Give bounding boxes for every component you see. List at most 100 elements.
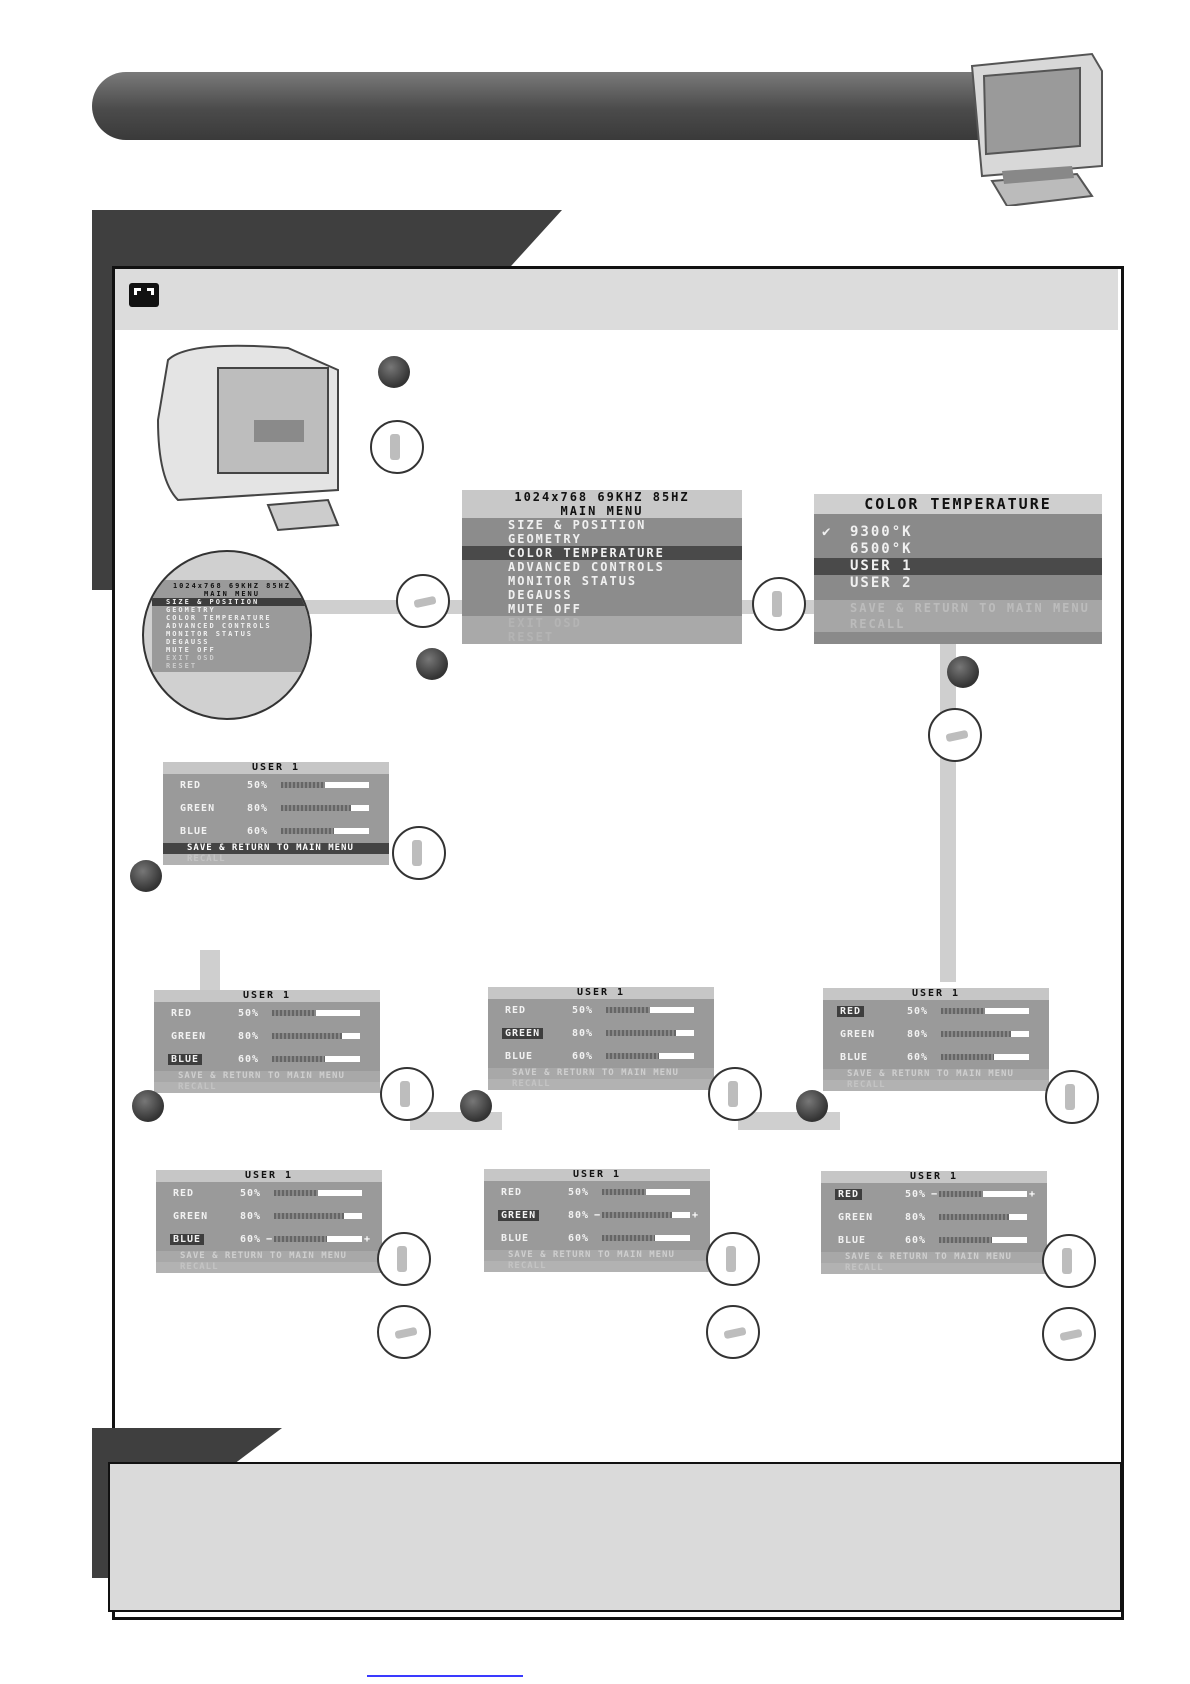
ok-button-press-icon — [377, 1232, 431, 1286]
ct-save[interactable]: SAVE & RETURN TO MAIN MENU — [814, 600, 1102, 616]
red-bar-fill — [939, 1191, 983, 1197]
blue-label: BLUE — [840, 1052, 869, 1063]
menu-item-color-temperature[interactable]: COLOR TEMPERATURE — [462, 546, 742, 560]
green-bar — [939, 1214, 1027, 1220]
down-button-icon — [396, 574, 450, 628]
user-save-button[interactable]: SAVE & RETURN TO MAIN MENU — [156, 1251, 382, 1262]
user-recall-button[interactable]: RECALL — [156, 1262, 382, 1273]
green-bar-fill — [272, 1033, 343, 1039]
blue-percent: 60% — [907, 1052, 929, 1063]
blue-label: BLUE — [838, 1235, 867, 1246]
red-bar[interactable] — [939, 1191, 1027, 1197]
ct-recall[interactable]: RECALL — [814, 616, 1102, 632]
red-bar-fill — [274, 1190, 318, 1196]
green-bar-fill — [941, 1031, 1012, 1037]
step-dot — [416, 648, 448, 680]
blue-bar-fill — [281, 828, 334, 834]
user-recall-button[interactable]: RECALL — [821, 1263, 1047, 1274]
user-save-button[interactable]: SAVE & RETURN TO MAIN MENU — [484, 1250, 710, 1261]
zoom-item: ADVANCED CONTROLS — [166, 622, 272, 630]
blue-bar — [606, 1053, 694, 1059]
blue-bar[interactable] — [274, 1236, 362, 1242]
zoom-item: DEGAUSS — [166, 638, 210, 646]
menu-item-degauss[interactable]: DEGAUSS — [508, 588, 573, 602]
red-percent: 50% — [238, 1008, 260, 1019]
ok-button-press-icon — [706, 1232, 760, 1286]
green-label: GREEN — [180, 803, 216, 814]
green-bar — [606, 1030, 694, 1036]
red-bar — [272, 1010, 360, 1016]
user-recall-button[interactable]: RECALL — [484, 1261, 710, 1272]
green-percent: 80% — [247, 803, 269, 814]
menu-item-advanced-controls[interactable]: ADVANCED CONTROLS — [508, 560, 665, 574]
frame-title-strip — [115, 269, 1118, 330]
section-side-bar — [92, 210, 114, 590]
green-row: GREEN 80% — [163, 797, 389, 820]
blue-bar-fill — [941, 1054, 994, 1060]
user-recall-button[interactable]: RECALL — [154, 1082, 380, 1093]
red-percent: 50% — [247, 780, 269, 791]
plus-icon: + — [1029, 1189, 1037, 1200]
blue-label: BLUE — [168, 1054, 203, 1065]
ct-option-6500[interactable]: 6500°K — [850, 541, 913, 557]
menu-item-size-position[interactable]: SIZE & POSITION — [508, 518, 647, 532]
footer-link-underline[interactable] — [367, 1675, 523, 1677]
green-label: GREEN — [498, 1210, 540, 1221]
green-label: GREEN — [173, 1211, 209, 1222]
ct-option-user1[interactable]: USER 1 — [814, 558, 1102, 575]
minus-icon: − — [594, 1210, 602, 1221]
green-label: GREEN — [502, 1028, 544, 1039]
user-save-button[interactable]: SAVE & RETURN TO MAIN MENU — [821, 1252, 1047, 1263]
menu-item-monitor-status[interactable]: MONITOR STATUS — [508, 574, 638, 588]
green-bar — [281, 805, 369, 811]
menu-item-geometry[interactable]: GEOMETRY — [508, 532, 582, 546]
green-row[interactable]: GREEN 80% — [488, 1022, 714, 1045]
ct-option-9300[interactable]: ✔ 9300°K — [814, 524, 1102, 541]
red-bar — [274, 1190, 362, 1196]
down-button-icon — [377, 1305, 431, 1359]
step-dot — [378, 356, 410, 388]
menu-item-mute[interactable]: MUTE OFF — [508, 602, 582, 616]
green-percent: 80% — [572, 1028, 594, 1039]
user-recall-button[interactable]: RECALL — [823, 1080, 1049, 1091]
minus-icon: − — [931, 1189, 939, 1200]
ct-option-user2[interactable]: USER 2 — [850, 575, 913, 591]
zoom-item: MONITOR STATUS — [166, 630, 254, 638]
main-menu-osd: 1024x768 69KHZ 85HZ MAIN MENU SIZE & POS… — [462, 490, 742, 644]
blue-bar-fill — [939, 1237, 992, 1243]
menu-item-exit-osd[interactable]: EXIT OSD — [462, 616, 742, 630]
user-save-button[interactable]: SAVE & RETURN TO MAIN MENU — [823, 1069, 1049, 1080]
red-percent: 50% — [568, 1187, 590, 1198]
red-bar-fill — [272, 1010, 316, 1016]
user-save-button[interactable]: SAVE & RETURN TO MAIN MENU — [163, 843, 389, 854]
blue-bar — [602, 1235, 690, 1241]
green-percent: 80% — [907, 1029, 929, 1040]
menu-item-reset[interactable]: RESET — [462, 630, 742, 644]
red-bar-fill — [941, 1008, 985, 1014]
red-label: RED — [835, 1189, 863, 1200]
step-dot — [132, 1090, 164, 1122]
user-save-button[interactable]: SAVE & RETURN TO MAIN MENU — [488, 1068, 714, 1079]
user-save-button[interactable]: SAVE & RETURN TO MAIN MENU — [154, 1071, 380, 1082]
user-recall-button[interactable]: RECALL — [488, 1079, 714, 1090]
step-dot — [460, 1090, 492, 1122]
user-recall-button[interactable]: RECALL — [163, 854, 389, 865]
zoom-header-2: MAIN MENU — [204, 590, 260, 598]
osd-icon — [129, 283, 159, 307]
ok-button-press-icon — [1045, 1070, 1099, 1124]
red-bar — [941, 1008, 1029, 1014]
green-bar[interactable] — [602, 1212, 690, 1218]
